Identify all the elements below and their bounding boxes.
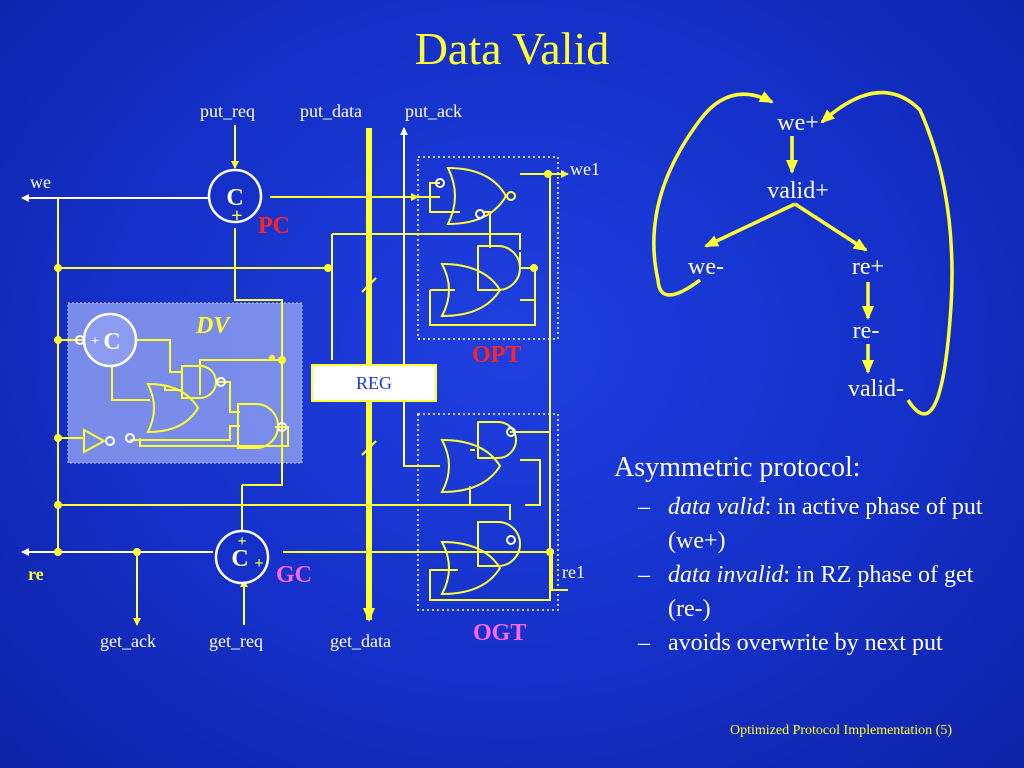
gc-plus-right: + [254, 555, 263, 572]
re1-label: re1 [562, 562, 585, 582]
gc-c-element [214, 529, 270, 585]
reg-label: REG [356, 373, 392, 393]
put-ack-label: put_ack [405, 101, 462, 121]
ogt-label: OGT [473, 620, 526, 646]
bullet-emphasis: data invalid [668, 562, 784, 588]
pc-c-label: C [226, 185, 243, 211]
bullet-dash: – [638, 562, 650, 588]
protocol-notes: Asymmetric protocol: –data valid: in act… [614, 452, 1014, 660]
bullet-dash: – [638, 494, 650, 520]
we1-label: we1 [570, 159, 600, 179]
dv-c-element [82, 312, 138, 368]
state-re-plus: re+ [852, 254, 884, 280]
pc-plus-label: + [231, 205, 242, 227]
state-re-minus: re- [853, 318, 880, 344]
bullet-text: avoids overwrite by next put [668, 630, 943, 656]
opt-label: OPT [472, 342, 521, 368]
protocol-bullet: –avoids overwrite by next put [638, 626, 1014, 660]
logic-gates [75, 166, 521, 596]
junction-dots [54, 170, 554, 556]
get-req-label: get_req [209, 631, 263, 651]
put-req-label: put_req [200, 101, 255, 121]
protocol-bullet: –data invalid: in RZ phase of get (re-) [638, 558, 1014, 626]
bus-slash-bottom [361, 440, 377, 456]
gc-plus-top: + [237, 533, 246, 550]
reg-box [311, 364, 437, 402]
protocol-bullets: –data valid: in active phase of put (we+… [614, 490, 1014, 660]
dv-label: DV [195, 313, 231, 339]
bullet-text: : in active phase of put (we+) [668, 494, 983, 554]
state-we-plus: we+ [777, 110, 819, 136]
opt-box [417, 156, 559, 340]
dv-plus-label: + [91, 334, 99, 349]
slide-footer: Optimized Protocol Implementation (5) [730, 723, 953, 738]
pc-label: PC [258, 213, 290, 239]
state-graph-edges [652, 90, 954, 416]
bullet-text: : in RZ phase of get (re-) [668, 562, 974, 622]
state-valid-plus: valid+ [767, 178, 829, 204]
protocol-heading: Asymmetric protocol: [614, 452, 861, 483]
re-label: re [28, 564, 44, 584]
slide-title: Data Valid [414, 23, 610, 74]
pc-c-element [207, 168, 263, 224]
get-ack-label: get_ack [100, 631, 156, 651]
put-data-label: put_data [300, 101, 362, 121]
state-we-minus: we- [688, 254, 724, 280]
bullet-emphasis: data valid [668, 494, 765, 520]
get-data-label: get_data [330, 631, 391, 651]
protocol-bullet: –data valid: in active phase of put (we+… [638, 490, 1014, 558]
we-label: we [30, 172, 51, 192]
state-valid-minus: valid- [848, 376, 904, 402]
gc-c-label: C [231, 546, 248, 572]
bullet-dash: – [638, 630, 650, 656]
bus-slash-top [361, 277, 377, 293]
dv-c-label: C [103, 329, 120, 355]
ogt-box [417, 413, 559, 611]
gc-label: GC [276, 562, 312, 588]
circuit-wires [21, 125, 569, 626]
